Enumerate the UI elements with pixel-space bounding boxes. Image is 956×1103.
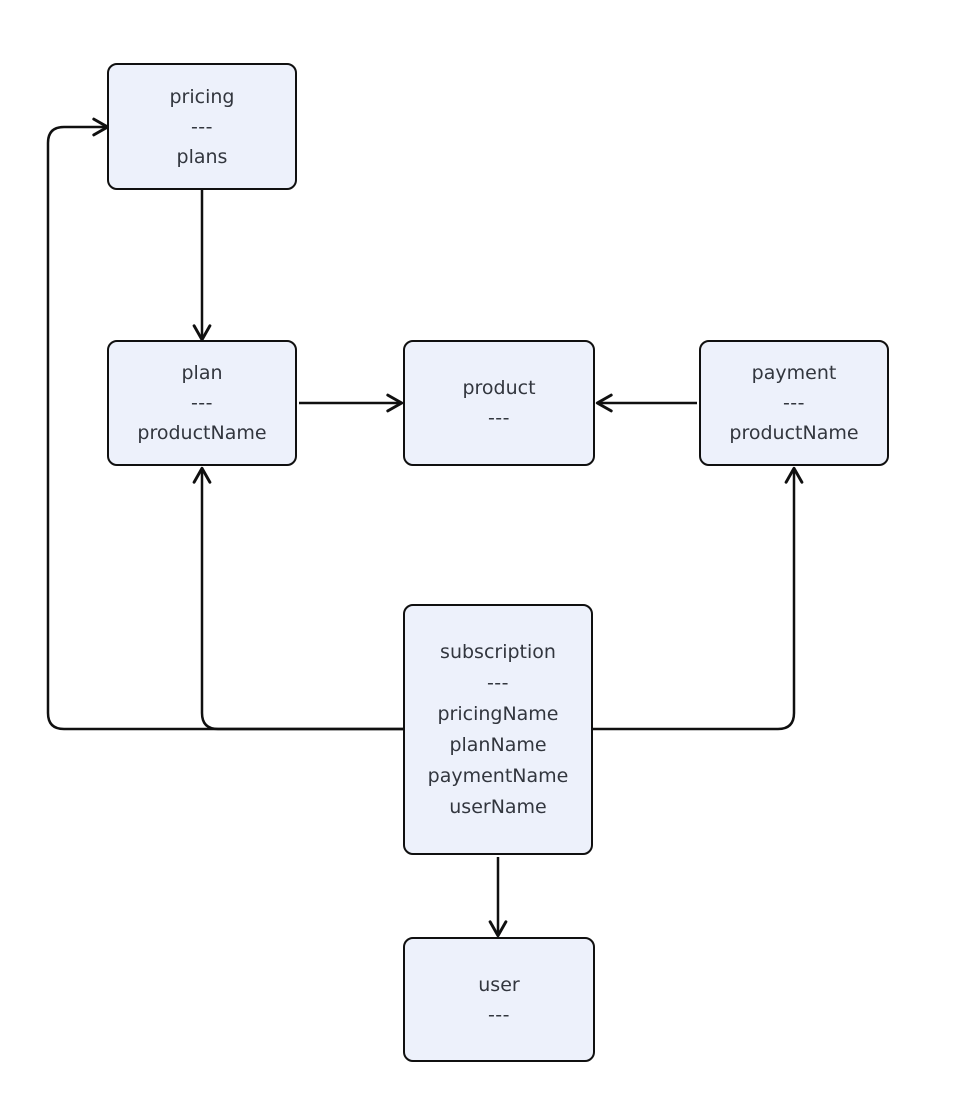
node-title: subscription <box>440 640 556 663</box>
node-separator: --- <box>487 407 511 429</box>
node-user: user --- <box>403 937 595 1062</box>
node-title: user <box>478 973 520 996</box>
node-separator: --- <box>486 671 510 694</box>
edge-subscription-to-payment <box>593 466 804 731</box>
edge-subscription-to-plan <box>192 466 403 731</box>
node-plan: plan --- productName <box>107 340 297 466</box>
node-title: plan <box>181 362 223 384</box>
node-attr: userName <box>449 795 547 818</box>
node-attr: plans <box>176 145 228 168</box>
node-separator: --- <box>190 392 214 414</box>
node-subscription: subscription --- pricingName planName pa… <box>403 604 593 855</box>
node-attr: paymentName <box>427 764 569 787</box>
node-attr: planName <box>449 733 547 756</box>
node-title: product <box>462 377 536 399</box>
node-separator: --- <box>190 115 214 138</box>
node-title: payment <box>751 362 837 384</box>
node-payment: payment --- productName <box>699 340 889 466</box>
node-product: product --- <box>403 340 595 466</box>
node-attr: pricingName <box>437 702 559 725</box>
node-separator: --- <box>487 1003 511 1026</box>
node-attr: productName <box>729 422 859 444</box>
node-attr: productName <box>137 422 267 444</box>
node-pricing: pricing --- plans <box>107 63 297 190</box>
node-separator: --- <box>782 392 806 414</box>
node-title: pricing <box>169 85 235 108</box>
